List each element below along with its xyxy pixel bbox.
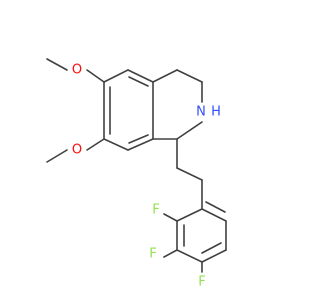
- bond-r3-r4: [201, 249, 227, 263]
- bond-b2-b3: [176, 69, 203, 83]
- atom-f2: F: [149, 247, 156, 262]
- bond-b1-b2: [152, 69, 178, 83]
- bond-o1-ring: [86, 69, 105, 83]
- bonds: [46, 58, 227, 273]
- bond-r5-f2: [163, 249, 178, 258]
- bond-methyl2-o2: [46, 149, 68, 163]
- atom-f3: F: [198, 275, 205, 290]
- bond-r4-r5: [176, 249, 203, 263]
- molecule-structure: O O N H F F F: [46, 58, 227, 290]
- bond-r1-r2-inner: [205, 201, 226, 213]
- bond-o2-ring: [86, 138, 105, 151]
- bond-c1-c2: [176, 167, 203, 181]
- atom-o2: O: [72, 143, 82, 158]
- bond-a5-a6-inner: [128, 76, 149, 87]
- bond-methyl1-o1: [46, 58, 68, 71]
- atom-labels: O O N H F F F: [72, 63, 221, 290]
- bond-a6-a1: [103, 69, 129, 83]
- bond-r6-f1: [163, 213, 178, 222]
- bond-a2-a3: [103, 138, 129, 151]
- bond-a3-a4: [127, 138, 154, 151]
- atom-n1-h: H: [211, 105, 221, 120]
- atom-n1: N: [196, 105, 206, 120]
- bond-r1-r2: [201, 208, 227, 222]
- atom-o1: O: [72, 63, 82, 78]
- bond-a3-a4-inner: [128, 134, 149, 144]
- atom-f1: F: [152, 203, 159, 218]
- bond-a5-a6: [127, 69, 154, 83]
- bond-r6-r1: [176, 208, 203, 222]
- bond-r3-r4-inner: [201, 242, 222, 254]
- bond-n-b4: [176, 121, 203, 140]
